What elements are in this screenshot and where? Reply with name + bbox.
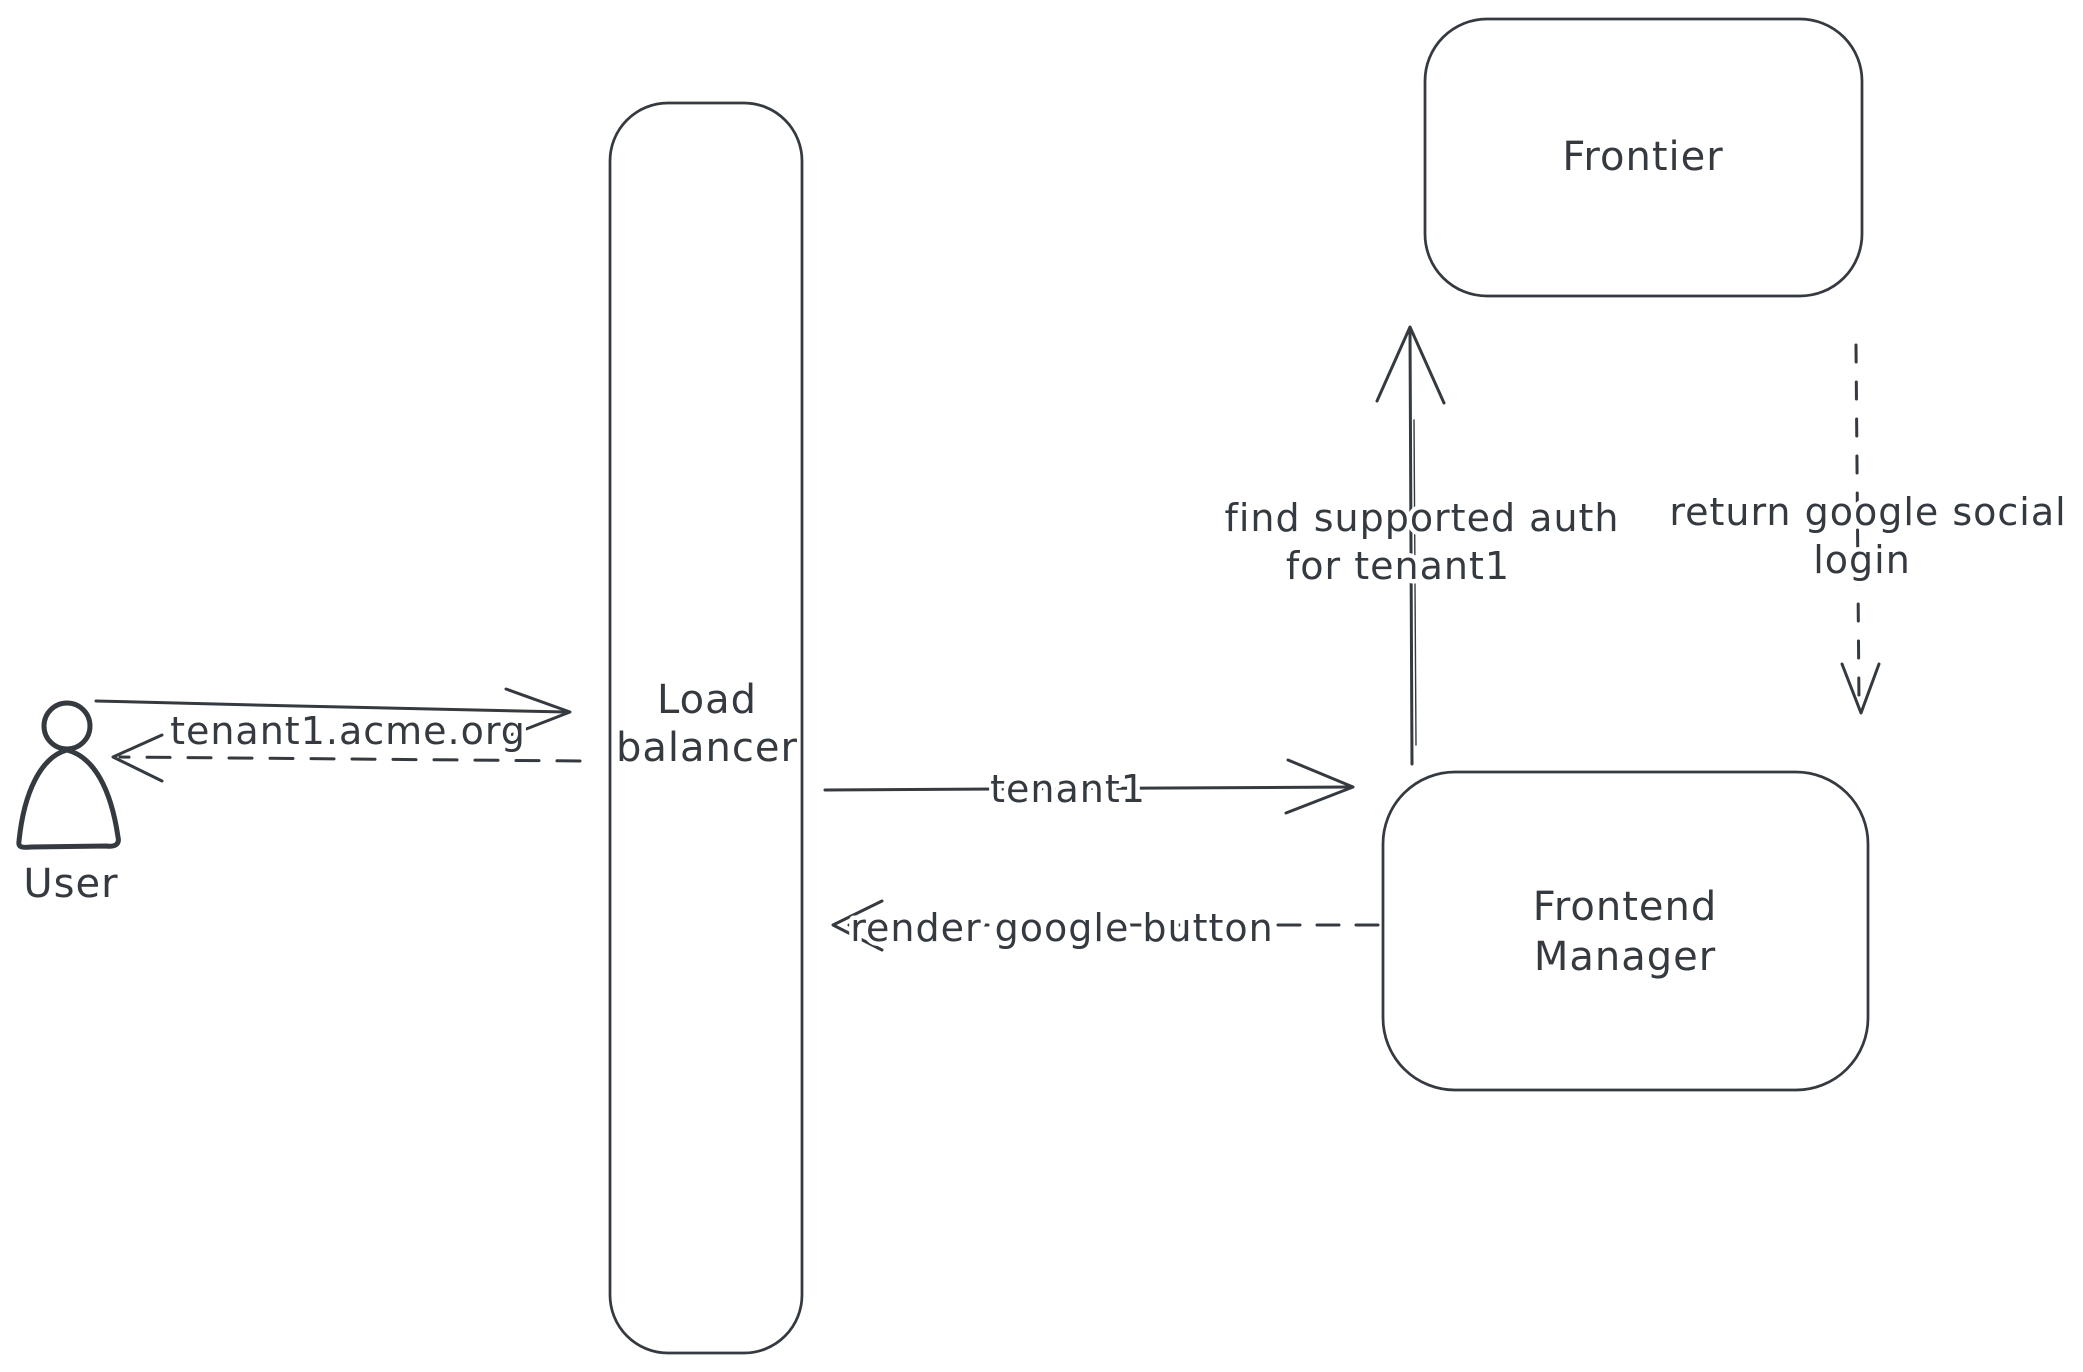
frontier-box [1423,17,1864,298]
edge-frontend-manager-to-load-balancer: render google button [831,899,1380,955]
edge-frontend-manager-to-frontier: find supported auth for tenant1 [1220,325,1623,766]
arrow-line-dashed [1854,343,1861,704]
arrow-line-dashed [118,755,582,763]
arrowhead-left-icon [831,899,884,952]
arrowhead-left-icon [111,733,164,783]
arrowhead-up-icon [1375,325,1446,405]
person-icon-body [16,747,121,850]
load-balancer-box [608,101,804,1355]
arrowhead-right-icon [1284,758,1355,815]
load-balancer-node: Load balancer [608,101,804,1355]
person-icon-head [41,700,93,752]
edge-user-to-load-balancer: tenant1.acme.org [94,687,572,758]
user-label: User [23,861,118,907]
arrow-line-solid [823,785,1352,792]
user-node: User [16,700,121,907]
edge-label-find-supported-auth-line2: for tenant1 [1286,544,1510,588]
arrowhead-right-icon [501,687,572,740]
edge-frontier-to-frontend-manager: return google social login [1665,343,2070,715]
frontier-label: Frontier [1562,134,1723,180]
frontend-manager-label-line2: Manager [1534,934,1716,980]
arrow-line-solid [94,699,568,714]
arrow-line-sketch-double [1413,419,1417,746]
arrowhead-down-icon [1840,662,1881,715]
frontend-manager-node: Frontend Manager [1381,770,1870,1092]
edge-label-tenant1-acme-org: tenant1.acme.org [170,709,526,753]
frontier-node: Frontier [1423,17,1864,298]
frontend-manager-box [1381,770,1870,1092]
load-balancer-label-line2: balancer [616,725,798,771]
edge-label-return-google-social-line1: return google social [1669,490,2066,534]
load-balancer-label-line1: Load [657,677,757,723]
edge-label-return-google-social-line2: login [1813,538,1911,582]
arrow-line-solid [1408,328,1414,766]
edge-load-balancer-to-user [111,733,582,783]
edge-label-render-google-button: render google button [850,906,1274,950]
frontend-manager-label-line1: Frontend [1533,884,1718,930]
edge-load-balancer-to-frontend-manager: tenant1 [823,758,1355,816]
edge-label-find-supported-auth-line1: find supported auth [1224,496,1619,540]
edge-label-tenant1: tenant1 [990,767,1146,811]
